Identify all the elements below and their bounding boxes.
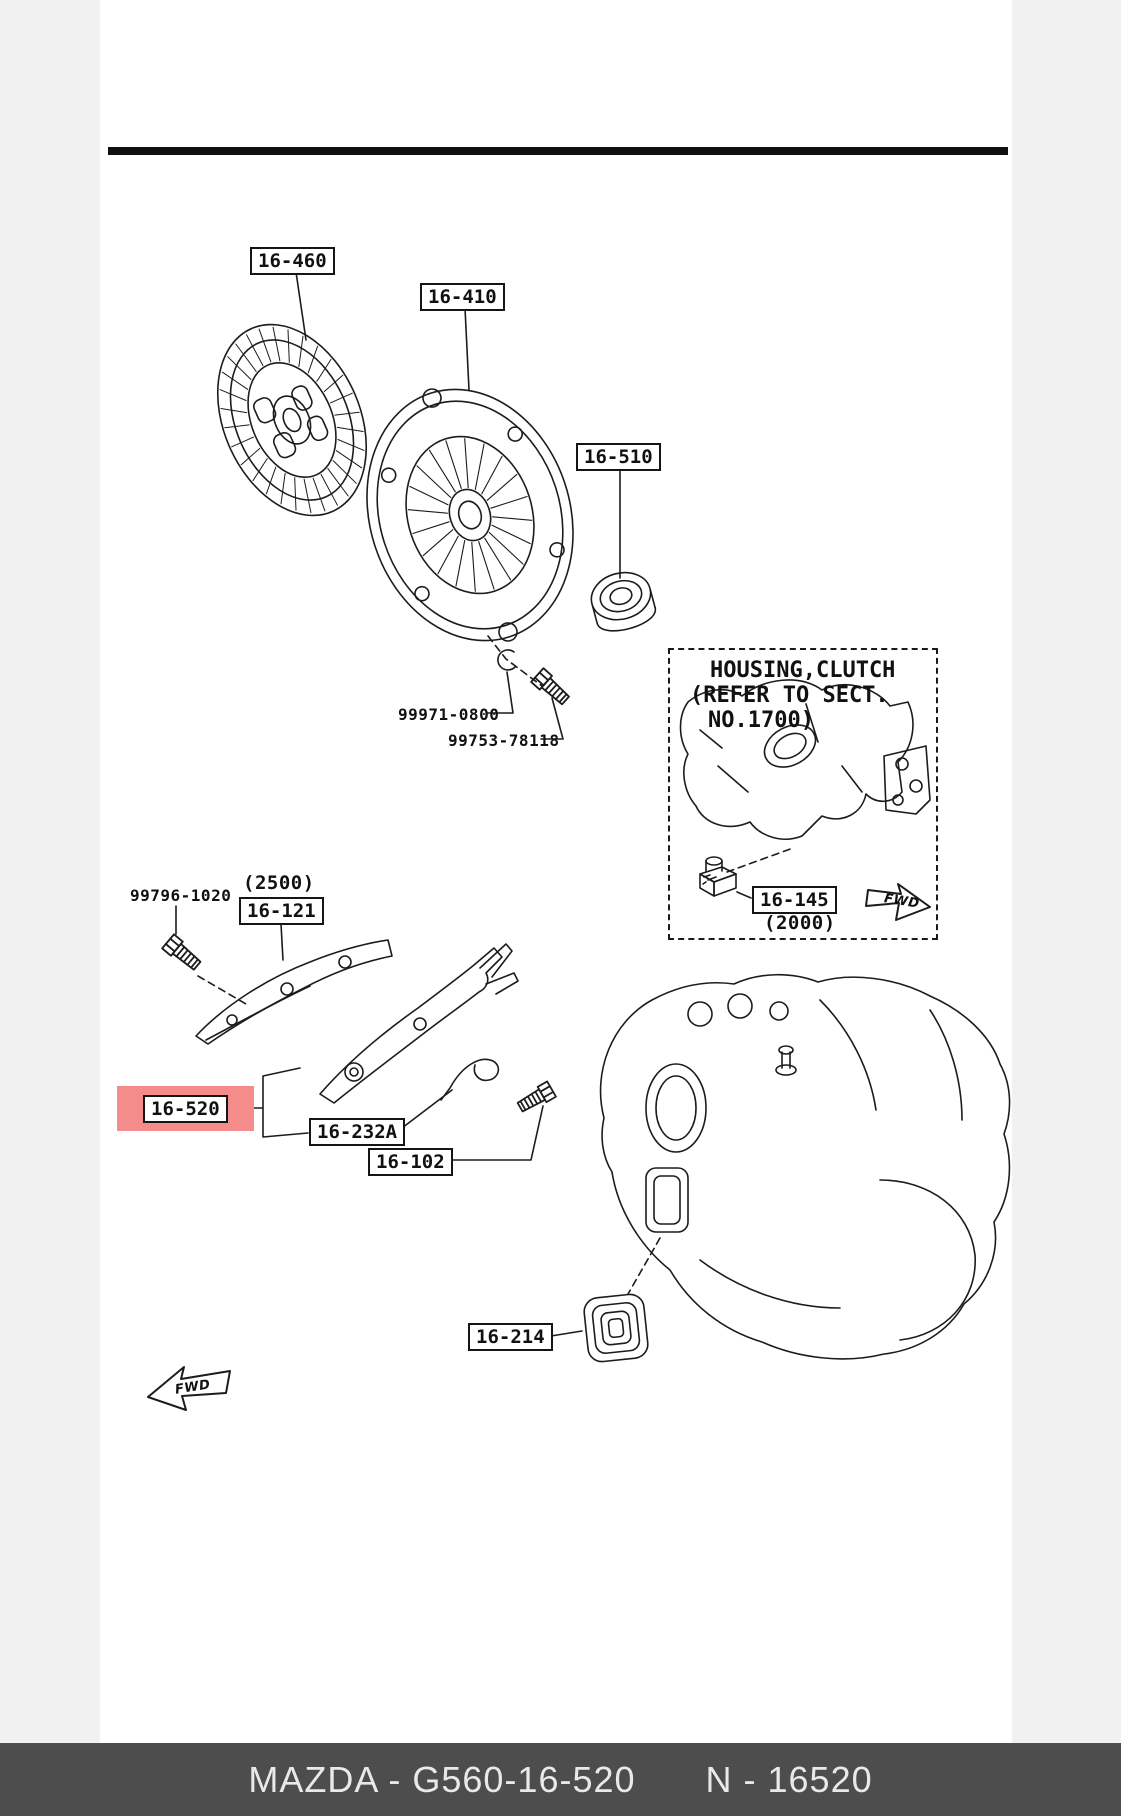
footer-bar: MAZDA - G560-16-520 N - 16520	[0, 1743, 1121, 1816]
part-label-16-121[interactable]: 16-121	[239, 897, 324, 925]
spring-clip-art	[440, 1058, 500, 1101]
fwd-arrow-rear	[865, 883, 931, 921]
housing-note-box: HOUSING,CLUTCH (REFER TO SECT. NO.1700)	[668, 648, 938, 940]
part-label-16-460[interactable]: 16-460	[250, 247, 335, 275]
part-label-16-214[interactable]: 16-214	[468, 1323, 553, 1351]
housing-note-line1: HOUSING,CLUTCH	[710, 658, 896, 683]
clip-art	[497, 649, 516, 671]
clutch-disc-art	[216, 323, 368, 517]
dust-plate-art	[195, 939, 393, 1045]
housing-note-line2: (REFER TO SECT.	[690, 683, 889, 708]
release-fork-art	[319, 943, 519, 1104]
clutch-housing-sketch	[679, 679, 931, 840]
part-label-16-145[interactable]: 16-145	[752, 886, 837, 914]
part-text-99796-1020: 99796-1020	[130, 886, 232, 905]
part-label-16-232A[interactable]: 16-232A	[309, 1118, 406, 1146]
clutch-cover-art	[366, 388, 574, 642]
release-bearing-art	[590, 571, 656, 632]
housing-note-line3: NO.1700)	[708, 708, 814, 733]
bolt-art-16-102	[514, 1080, 557, 1116]
footer-part-number: N - 16520	[705, 1758, 873, 1800]
footer-part-code: MAZDA - G560-16-520	[248, 1758, 636, 1800]
part-text-99753-78118: 99753-78118	[448, 731, 560, 750]
part-label-16-102[interactable]: 16-102	[368, 1148, 453, 1176]
part-label-16-510[interactable]: 16-510	[576, 443, 661, 471]
part-label-16-520[interactable]: 16-520	[143, 1095, 228, 1123]
part-label-16-410[interactable]: 16-410	[420, 283, 505, 311]
variant-text-2000: (2000)	[764, 912, 836, 934]
transaxle-art	[599, 973, 1011, 1360]
top-rule	[108, 147, 1008, 155]
part-text-99971-0800: 99971-0800	[398, 705, 500, 724]
bolt-art-99796	[161, 933, 204, 974]
catalog-page	[100, 0, 1012, 1743]
variant-text-2500: (2500)	[243, 872, 315, 894]
fwd-arrow-front	[147, 1366, 231, 1411]
dashed-leader-lines	[197, 635, 794, 1295]
grommet-art	[699, 856, 737, 897]
bolt-art-99753	[530, 667, 573, 709]
boot-art	[583, 1293, 649, 1363]
